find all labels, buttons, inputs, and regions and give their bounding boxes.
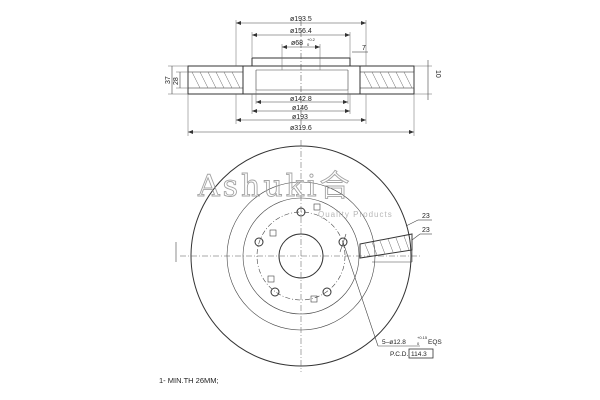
dim-10: 10 bbox=[434, 70, 441, 78]
pcd-box bbox=[408, 348, 434, 359]
vent-section bbox=[359, 233, 413, 263]
top-dimension-lines bbox=[236, 22, 366, 48]
bottom-arrows bbox=[188, 100, 414, 134]
dim-7: 7 bbox=[362, 45, 366, 52]
section-view: ø193.5 ø156.4 ø68 +0.2 0 7 10 37 28 bbox=[165, 16, 441, 136]
right-thk-ext bbox=[414, 65, 432, 95]
hole-leader bbox=[342, 241, 379, 347]
hat-slots bbox=[267, 203, 321, 303]
bolt-hole bbox=[338, 237, 348, 247]
dim-319-6: ø319.6 bbox=[290, 125, 312, 132]
bolt-hole bbox=[254, 237, 264, 247]
top-extension-lines bbox=[235, 20, 367, 70]
bottom-dimension-lines bbox=[188, 101, 414, 133]
dim-156-4: ø156.4 bbox=[290, 28, 312, 35]
front-view: 23 23 bbox=[175, 140, 432, 372]
vent-cut-outline bbox=[359, 233, 413, 259]
watermark-brand: Ashuki合 bbox=[197, 169, 352, 204]
bolt-hole bbox=[296, 207, 306, 217]
dim-146: ø146 bbox=[292, 105, 308, 112]
dim-37: 37 bbox=[165, 76, 172, 84]
pcd-label: P.C.D. bbox=[390, 351, 408, 358]
top-arrows bbox=[236, 21, 366, 49]
holes-eqs: EQS bbox=[428, 339, 442, 346]
bolt-holes bbox=[254, 207, 348, 297]
hat-walls bbox=[242, 66, 361, 94]
watermark-tagline: Quality Products bbox=[318, 210, 393, 219]
dim-68: ø68 bbox=[291, 40, 303, 47]
dim-68-tol-top: +0.2 bbox=[307, 37, 316, 42]
bolt-hole bbox=[322, 287, 332, 297]
holes-tol-bottom: 0 bbox=[417, 341, 420, 346]
dim-142-8: ø142.8 bbox=[290, 96, 312, 103]
note-min-thickness: 1- MIN.TH 26MM; bbox=[159, 376, 219, 385]
watermark: Ashuki合 Quality Products bbox=[197, 169, 393, 219]
left-ext-lines bbox=[168, 65, 188, 95]
holes-tol-top: +0.15 bbox=[417, 335, 428, 340]
vent-leaders bbox=[405, 219, 432, 241]
holes-spec: 5–ø12.8 bbox=[382, 339, 406, 346]
hole-annotation: 5–ø12.8 +0.15 0 EQS P.C.D. 114.3 bbox=[382, 335, 442, 359]
dim-vent-23-top: 23 bbox=[422, 213, 430, 220]
bottom-extension-lines bbox=[187, 90, 415, 136]
dim-68-tol-bottom: 0 bbox=[307, 42, 310, 47]
dim-193-5: ø193.5 bbox=[290, 16, 312, 23]
dim-vent-23-bottom: 23 bbox=[422, 227, 430, 234]
hole-marker bbox=[339, 233, 347, 253]
hub-inner bbox=[255, 69, 349, 91]
pcd-value: 114.3 bbox=[411, 351, 427, 358]
dim-193: ø193 bbox=[292, 114, 308, 121]
ring-hatching bbox=[191, 71, 413, 89]
dim-28: 28 bbox=[173, 77, 180, 85]
bolt-hole bbox=[270, 287, 280, 297]
